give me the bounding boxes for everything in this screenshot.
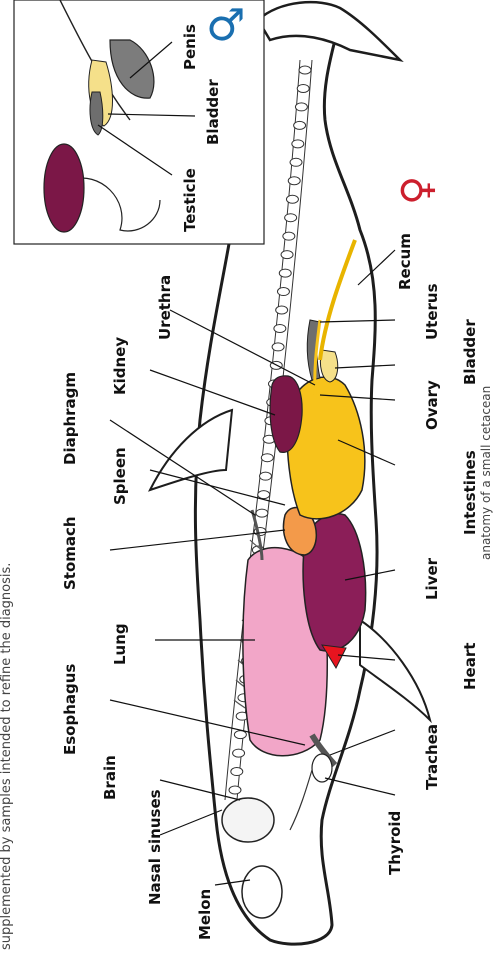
label-liver: Liver xyxy=(423,557,441,600)
vertebra xyxy=(294,121,306,129)
vertebra xyxy=(286,195,298,203)
vertebra xyxy=(229,786,241,794)
vertebra xyxy=(234,731,246,739)
label-testicle: Testicle xyxy=(181,168,199,232)
male-symbol: ♂ xyxy=(206,0,245,51)
thyroid xyxy=(312,754,332,782)
vertebra xyxy=(281,251,293,259)
label-bladder-inset: Bladder xyxy=(204,79,222,145)
vertebra xyxy=(283,232,295,240)
caption: anatomy of a small cetacean xyxy=(479,386,493,560)
vertebra xyxy=(260,472,272,480)
vertebra xyxy=(288,177,300,185)
label-heart: Heart xyxy=(461,643,479,690)
label-melon: Melon xyxy=(196,889,214,940)
vertebra xyxy=(290,158,302,166)
vertebra xyxy=(276,306,288,314)
label-esophagus: Esophagus xyxy=(61,664,79,755)
label-trachea: Trachea xyxy=(423,724,441,790)
label-urethra: Urethra xyxy=(156,275,174,340)
label-uterus: Uterus xyxy=(423,283,441,340)
vertebra xyxy=(285,214,297,222)
pectoral-fin xyxy=(360,620,430,720)
vertebra xyxy=(297,84,309,92)
header-text: supplemented by samples intended to refi… xyxy=(0,563,14,950)
vertebra xyxy=(277,288,289,296)
vertebra xyxy=(258,491,270,499)
label-kidney: Kidney xyxy=(111,337,129,395)
label-thyroid: Thyroid xyxy=(386,811,404,875)
label-spleen: Spleen xyxy=(111,447,129,505)
vertebra xyxy=(256,509,268,517)
label-intestines: Intestines xyxy=(461,450,479,535)
label-ovary: Ovary xyxy=(423,380,441,430)
label-nasal-sinuses: Nasal sinuses xyxy=(146,789,164,905)
label-recum: Recum xyxy=(396,233,414,290)
vertebra xyxy=(295,103,307,111)
female-symbol: ♀ xyxy=(394,176,440,205)
label-brain: Brain xyxy=(101,755,119,800)
vertebra xyxy=(279,269,291,277)
vertebra xyxy=(274,324,286,332)
inset-kidney xyxy=(44,144,84,232)
vertebra xyxy=(233,749,245,757)
label-stomach: Stomach xyxy=(61,516,79,590)
vertebra xyxy=(231,768,243,776)
melon xyxy=(242,866,282,918)
vertebra xyxy=(272,343,284,351)
vertebra xyxy=(261,454,273,462)
vertebra xyxy=(292,140,304,148)
label-diaphragm: Diaphragm xyxy=(61,372,79,465)
label-lung: Lung xyxy=(111,623,129,665)
brain xyxy=(222,798,274,842)
vertebra xyxy=(299,66,311,74)
label-penis: Penis xyxy=(181,24,199,70)
label-bladder: Bladder xyxy=(461,319,479,385)
